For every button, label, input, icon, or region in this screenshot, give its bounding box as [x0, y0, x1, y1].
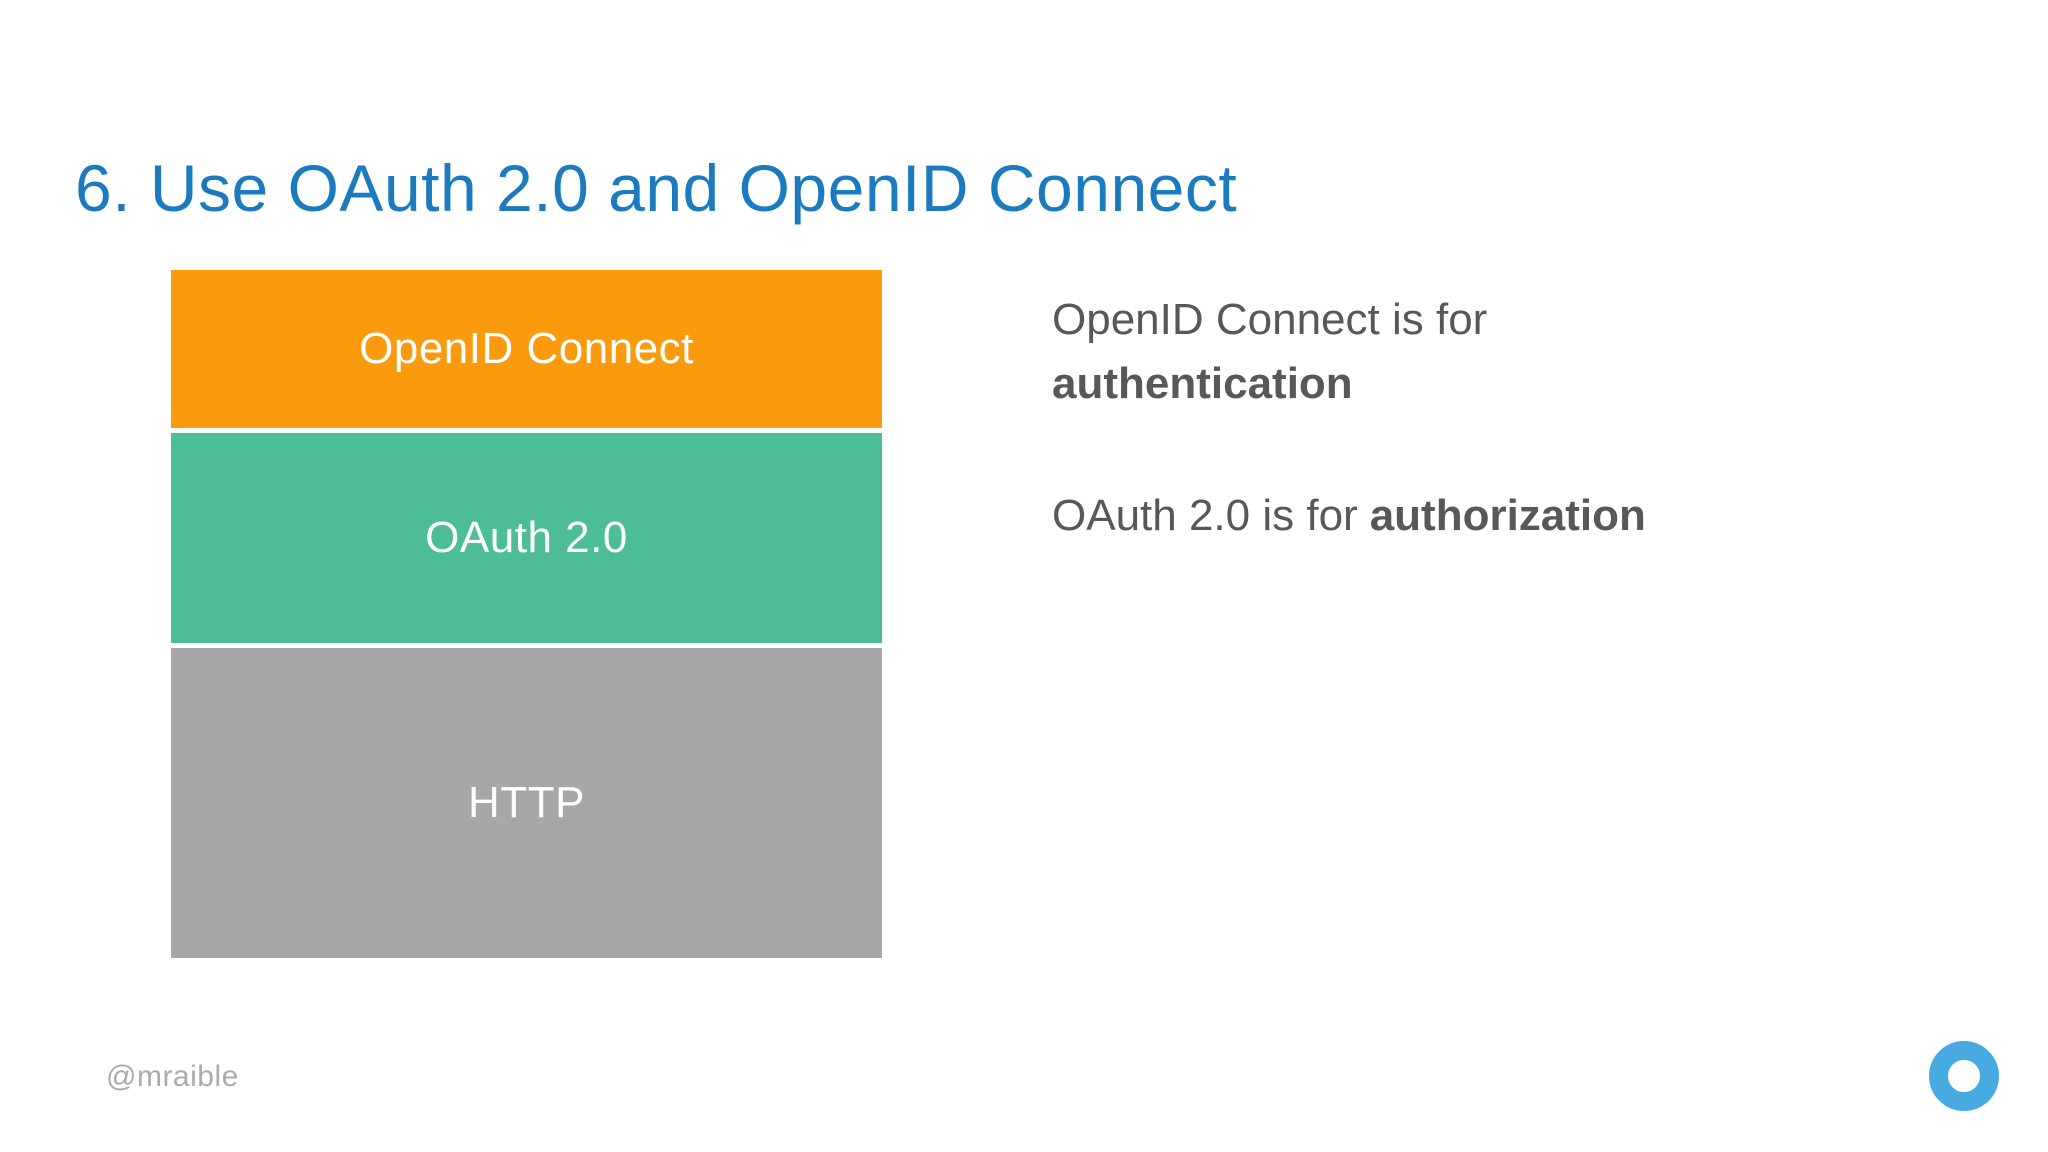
slide-title: 6. Use OAuth 2.0 and OpenID Connect	[75, 151, 1238, 226]
note-prefix: OpenID Connect is for	[1052, 295, 1488, 344]
protocol-stack-diagram: OpenID Connect OAuth 2.0 HTTP	[171, 270, 882, 958]
note-authentication: OpenID Connect is for authentication	[1052, 288, 1487, 416]
layer-label: OAuth 2.0	[425, 513, 628, 562]
note-emphasis: authorization	[1369, 491, 1646, 540]
layer-http: HTTP	[171, 648, 882, 958]
note-prefix: OAuth 2.0 is for	[1052, 491, 1358, 540]
layer-oauth2: OAuth 2.0	[171, 433, 882, 643]
note-emphasis: authentication	[1052, 359, 1353, 408]
layer-label: HTTP	[468, 778, 585, 827]
layer-label: OpenID Connect	[359, 324, 694, 373]
twitter-handle: @mraible	[106, 1060, 239, 1093]
okta-ring-logo-icon	[1929, 1041, 1999, 1111]
layer-openid-connect: OpenID Connect	[171, 270, 882, 428]
